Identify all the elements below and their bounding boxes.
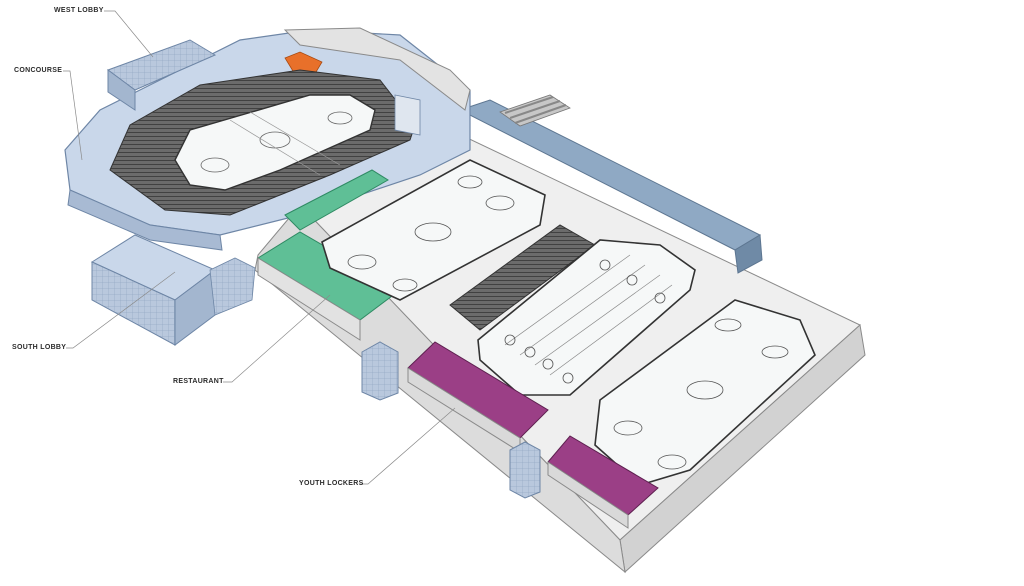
east-walkway — [458, 94, 763, 274]
youth-lockers-building — [407, 341, 659, 529]
label-west-lobby: WEST LOBBY — [54, 7, 104, 14]
leader-youth-lockers — [360, 407, 456, 485]
main-arena-ice — [174, 94, 376, 191]
label-south-lobby: SOUTH LOBBY — [12, 344, 67, 351]
leader-concourse — [63, 70, 83, 161]
leader-south-lobby — [66, 271, 176, 349]
west-lobby-building — [106, 39, 217, 111]
glass-entry-towers — [361, 341, 541, 499]
south-lobby-building — [90, 234, 256, 346]
community-rink-a — [321, 159, 546, 301]
restaurant-building — [257, 231, 401, 341]
label-restaurant: RESTAURANT — [173, 378, 224, 385]
label-concourse: CONCOURSE — [14, 67, 63, 74]
community-rink-c — [594, 299, 816, 486]
callout-leaders — [63, 10, 456, 485]
restaurant-upper — [284, 169, 389, 231]
leader-west-lobby — [104, 10, 154, 58]
exterior-pipes — [499, 94, 571, 127]
stadium-rink-b — [449, 224, 696, 396]
leader-restaurant — [223, 294, 331, 383]
label-youth-lockers: YOUTH LOCKERS — [299, 480, 364, 487]
